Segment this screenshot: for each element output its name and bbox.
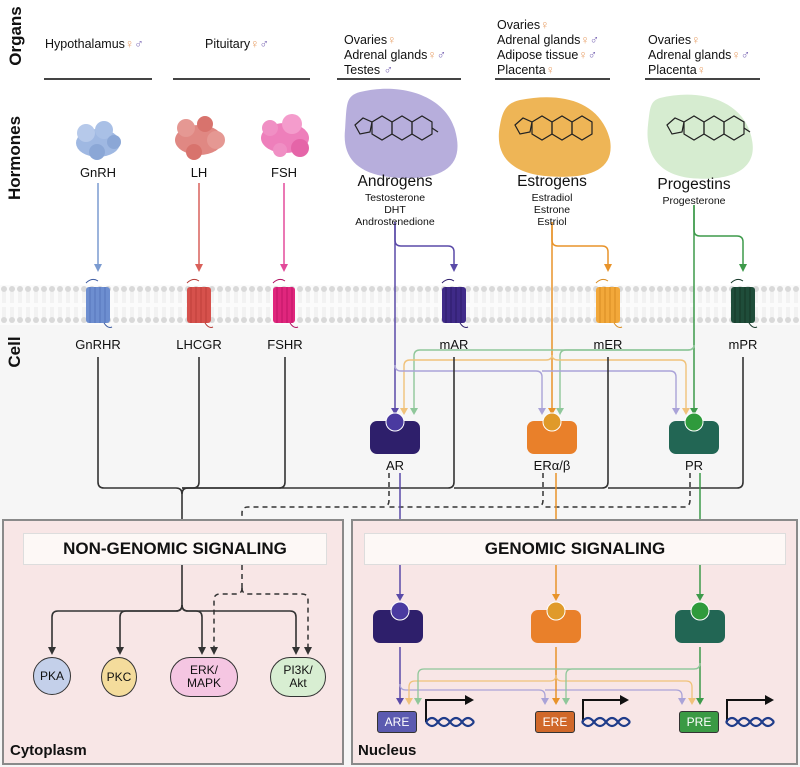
er-nucleus-icon	[531, 601, 581, 643]
er-nuclear-receptor-icon	[527, 412, 577, 454]
receptor-label-mer: mER	[593, 337, 623, 352]
kinase-erk-mapk: ERK/MAPK	[170, 657, 238, 697]
transcription-start-icon	[425, 699, 765, 722]
receptor-label-lhcgr: LHCGR	[176, 337, 222, 352]
kinase-pkc: PKC	[101, 657, 137, 697]
receptor-label-mpr: mPR	[728, 337, 758, 352]
androgens-blob	[344, 88, 458, 179]
androgen-members: Testosterone DHT Androstenedione	[355, 192, 435, 228]
fsh-protein-icon	[261, 114, 309, 157]
female-icon: ♀	[427, 48, 437, 62]
male-icon: ♂	[740, 48, 751, 62]
male-icon: ♂	[436, 48, 447, 62]
receptor-label-er: ERα/β	[533, 458, 571, 473]
response-element-ere: ERE	[535, 711, 575, 733]
organs-progestins: Ovaries♀ Adrenal glands♀♂ Placenta♀	[648, 33, 751, 77]
progestin-members: Progesterone	[662, 195, 726, 207]
hormone-androgens: Androgens	[357, 173, 433, 190]
organs-estrogens: Ovaries♀ Adrenal glands♀♂ Adipose tissue…	[497, 18, 600, 77]
cell-membrane	[0, 285, 800, 325]
gnrhr-receptor-icon	[85, 278, 113, 328]
organ-pituitary: Pituitary♀♂	[205, 37, 269, 51]
female-icon: ♀	[124, 37, 135, 51]
female-icon: ♀	[250, 37, 260, 51]
organ-divider	[337, 78, 461, 80]
male-icon: ♂	[134, 37, 144, 51]
hormone-progestins: Progestins	[657, 176, 731, 193]
kinase-pka: PKA	[33, 657, 71, 695]
dna-icon	[425, 716, 775, 728]
male-icon: ♂	[589, 33, 600, 47]
organ-hypothalamus: Hypothalamus♀♂	[45, 37, 144, 51]
female-icon: ♀	[731, 48, 741, 62]
ar-nucleus-icon	[373, 601, 423, 643]
organ-divider	[44, 78, 152, 80]
female-icon: ♀	[387, 33, 397, 47]
receptor-label-pr: PR	[684, 458, 704, 473]
hormone-lh: LH	[190, 165, 208, 180]
pr-nucleus-icon	[675, 601, 725, 643]
female-icon: ♀	[578, 48, 588, 62]
nucleus-label: Nucleus	[358, 742, 417, 759]
receptor-label-ar: AR	[385, 458, 405, 473]
female-icon: ♀	[696, 63, 707, 77]
female-icon: ♀	[691, 33, 701, 47]
female-icon: ♀	[540, 18, 550, 32]
estrogens-blob	[498, 97, 611, 177]
male-icon: ♂	[259, 37, 269, 51]
estrogen-structure-icon	[514, 115, 593, 141]
response-element-are: ARE	[377, 711, 417, 733]
organs-androgens: Ovaries♀ Adrenal glands♀♂ Testes ♂	[344, 33, 447, 77]
nongenomic-title: NON-GENOMIC SIGNALING	[23, 533, 327, 565]
hormone-gnrh: GnRH	[79, 165, 117, 180]
mpr-receptor-icon	[730, 278, 758, 328]
mer-receptor-icon	[595, 278, 623, 328]
receptor-label-gnrhr: GnRHR	[75, 337, 121, 352]
pr-nuclear-receptor-icon	[669, 412, 719, 454]
kinase-pi3k-akt: PI3K/Akt	[270, 657, 326, 697]
lh-protein-icon	[175, 116, 225, 160]
estrogen-members: Estradiol Estrone Estriol	[531, 192, 573, 228]
fshr-receptor-icon	[272, 278, 299, 328]
progestin-structure-icon	[666, 115, 751, 141]
hormone-fsh: FSH	[271, 165, 297, 180]
lhcgr-receptor-icon	[186, 278, 214, 328]
female-icon: ♀	[580, 33, 590, 47]
cytoplasm-label: Cytoplasm	[10, 742, 87, 759]
response-element-pre: PRE	[679, 711, 719, 733]
genomic-title: GENOMIC SIGNALING	[364, 533, 786, 565]
receptor-label-mar: mAR	[439, 337, 469, 352]
male-icon: ♂	[587, 48, 598, 62]
organ-divider	[173, 78, 310, 80]
organ-divider	[495, 78, 610, 80]
gnrh-protein-icon	[76, 121, 121, 160]
ar-nuclear-receptor-icon	[370, 412, 420, 454]
organ-divider	[645, 78, 760, 80]
receptor-label-fshr: FSHR	[267, 337, 303, 352]
female-icon: ♀	[545, 63, 556, 77]
male-icon: ♂	[383, 63, 393, 77]
androgen-structure-icon	[354, 115, 439, 141]
hormone-estrogens: Estrogens	[517, 173, 587, 190]
mar-receptor-icon	[441, 278, 469, 328]
